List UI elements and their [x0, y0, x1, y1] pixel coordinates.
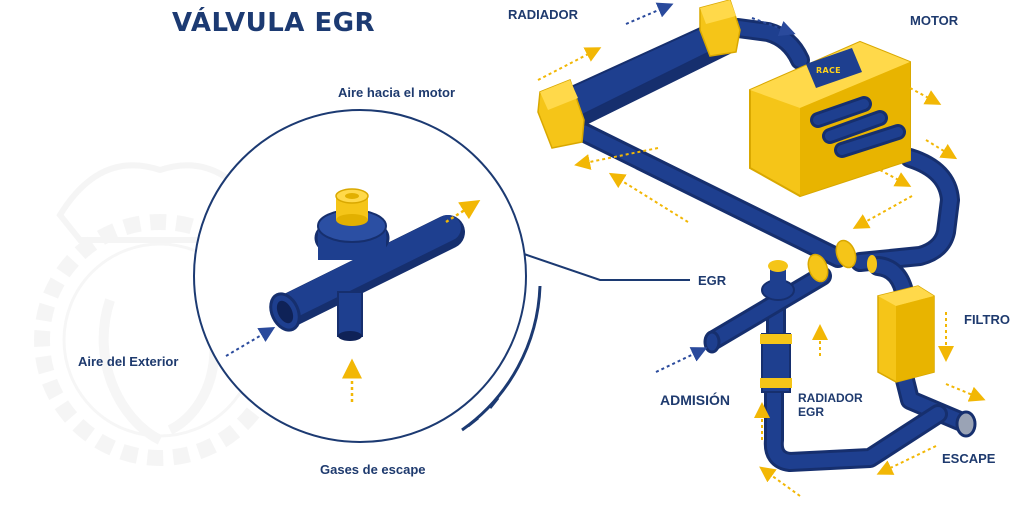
- page-title: VÁLVULA EGR: [172, 8, 376, 38]
- label-aire-exterior: Aire del Exterior: [78, 354, 179, 369]
- pipe-network: [565, 18, 972, 472]
- engine-badge: RACE: [816, 66, 841, 75]
- radiator: [537, 0, 741, 149]
- zoom-arc-dash: [467, 397, 500, 428]
- label-motor: MOTOR: [910, 13, 959, 28]
- label-radiador: RADIADOR: [508, 7, 579, 22]
- label-aire-hacia-motor: Aire hacia el motor: [338, 85, 456, 100]
- egr-leader-line: [523, 253, 690, 281]
- exhaust-manifold: [810, 96, 906, 158]
- label-radiador-egr-line1: RADIADOR: [798, 391, 863, 405]
- egr-valve: [761, 239, 877, 301]
- egr-radiator: [760, 333, 792, 393]
- label-filtro: FILTRO: [964, 312, 1010, 327]
- label-egr: EGR: [698, 273, 727, 288]
- filter: [877, 285, 935, 383]
- label-radiador-egr-line2: EGR: [798, 404, 825, 419]
- escape-outlet: [955, 410, 977, 438]
- label-gases-escape: Gases de escape: [320, 462, 426, 477]
- flow-arrows: [537, 2, 986, 497]
- outside-air-arrow: [225, 326, 276, 357]
- label-escape: ESCAPE: [942, 451, 996, 466]
- label-radiador-egr: RADIADOR EGR: [798, 391, 863, 420]
- egr-valve-detail: [269, 188, 465, 341]
- zoom-arc-accent: [461, 285, 542, 432]
- admision-inlet: [703, 330, 721, 354]
- label-admision: ADMISIÓN: [660, 392, 730, 408]
